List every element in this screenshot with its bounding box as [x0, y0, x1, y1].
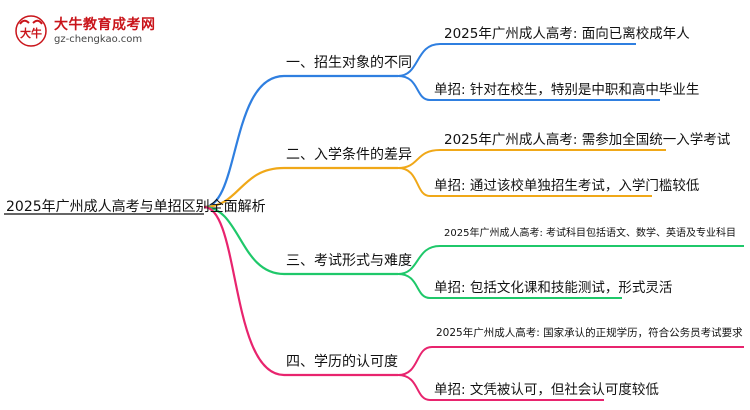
leaf-node-4-1: 2025年广州成人高考: 国家承认的正规学历，符合公务员考试要求	[436, 327, 743, 339]
logo-title: 大牛教育成考网	[54, 17, 156, 33]
connector-branch-1	[203, 74, 285, 209]
connector-leaf-2-2	[397, 167, 431, 197]
branch-node-3: 三、考试形式与难度	[286, 253, 412, 269]
site-logo[interactable]: 大牛 大牛教育成考网 gz-chengkao.com	[14, 14, 164, 50]
root-node: 2025年广州成人高考与单招区别全面解析	[6, 199, 266, 215]
connector-leaf-1-1	[397, 43, 441, 77]
branch-node-2: 二、入学条件的差异	[286, 147, 412, 163]
leaf-node-2-1: 2025年广州成人高考: 需参加全国统一入学考试	[444, 132, 731, 148]
connector-leaf-4-2	[397, 374, 431, 401]
branch-node-4: 四、学历的认可度	[286, 354, 398, 370]
leaf-node-1-1: 2025年广州成人高考: 面向已离校成年人	[444, 26, 690, 42]
connector-leaf-1-2	[397, 75, 431, 101]
logo-mark-text: 大牛	[20, 26, 42, 40]
branch-node-1: 一、招生对象的不同	[286, 55, 412, 71]
leaf-node-1-2: 单招: 针对在校生，特别是中职和高中毕业生	[434, 82, 700, 98]
bull-logo-icon: 大牛	[15, 15, 47, 47]
leaf-node-3-2: 单招: 包括文化课和技能测试，形式灵活	[434, 280, 673, 296]
connector-leaf-3-1	[397, 245, 441, 275]
connector-branch-2	[203, 166, 285, 209]
logo-url: gz-chengkao.com	[54, 34, 143, 45]
connector-leaf-4-1	[397, 346, 433, 376]
connector-leaf-3-2	[397, 273, 431, 299]
leaf-node-3-1: 2025年广州成人高考: 考试科目包括语文、数学、英语及专业科目	[444, 228, 736, 239]
connector-branch-4	[203, 205, 285, 377]
connector-branch-3	[203, 205, 285, 276]
leaf-node-2-2: 单招: 通过该校单独招生考试，入学门槛较低	[434, 178, 700, 194]
leaf-node-4-2: 单招: 文凭被认可，但社会认可度较低	[434, 382, 659, 398]
connector-leaf-2-1	[397, 149, 441, 169]
